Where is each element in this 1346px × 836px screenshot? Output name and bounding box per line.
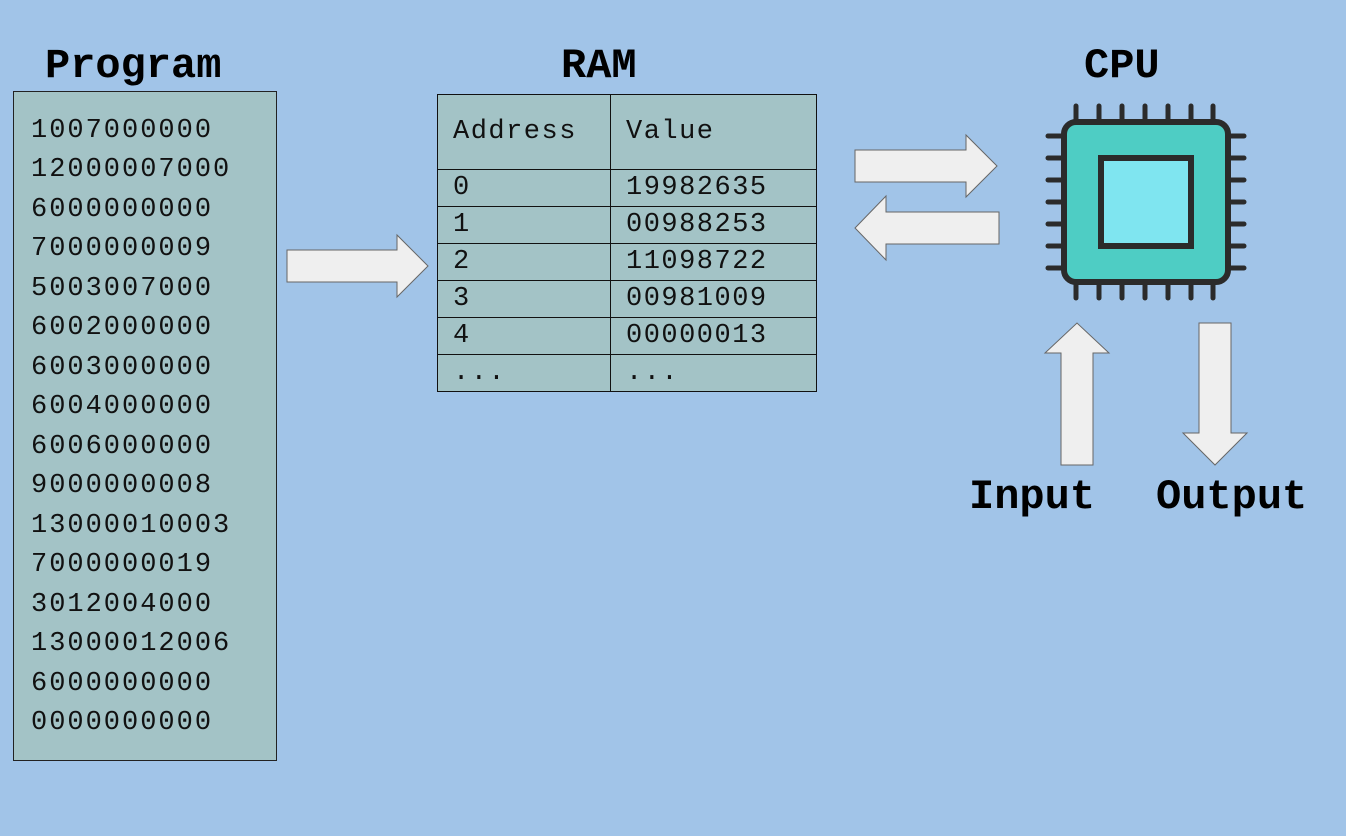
program-line: 6002000000 (31, 313, 214, 343)
table-row: 3 00981009 (437, 280, 817, 318)
output-label: Output (1156, 473, 1308, 521)
table-row: ... ... (437, 354, 817, 392)
ram-value-cell: 00988253 (610, 206, 817, 244)
program-line: 6006000000 (31, 432, 214, 462)
ram-title: RAM (561, 42, 637, 90)
program-line: 6000000000 (31, 195, 214, 225)
ram-header-value: Value (610, 94, 817, 170)
ram-address-cell: 4 (437, 317, 611, 355)
program-line: 7000000009 (31, 234, 214, 264)
program-title: Program (45, 42, 222, 90)
program-box: 1007000000 12000007000 6000000000 700000… (13, 91, 277, 761)
cpu-title: CPU (1084, 42, 1160, 90)
ram-header-row: Address Value (437, 94, 817, 170)
program-line: 13000012006 (31, 629, 232, 659)
program-line: 6003000000 (31, 353, 214, 383)
ram-value-cell: 11098722 (610, 243, 817, 281)
input-label: Input (969, 473, 1096, 521)
cpu-chip-icon (1045, 103, 1247, 301)
program-line: 9000000008 (31, 471, 214, 501)
ram-address-cell: ... (437, 354, 611, 392)
cpu-to-ram-arrow (854, 194, 1000, 262)
ram-address-cell: 2 (437, 243, 611, 281)
table-row: 2 11098722 (437, 243, 817, 281)
program-line: 6004000000 (31, 392, 214, 422)
program-line: 1007000000 (31, 116, 214, 146)
ram-value-cell: 00000013 (610, 317, 817, 355)
table-row: 0 19982635 (437, 169, 817, 207)
ram-to-cpu-arrow (854, 133, 998, 199)
program-line: 3012004000 (31, 590, 214, 620)
ram-table: Address Value 0 19982635 1 00988253 2 11… (437, 94, 817, 392)
ram-address-cell: 1 (437, 206, 611, 244)
program-line: 13000010003 (31, 511, 232, 541)
ram-value-cell: 00981009 (610, 280, 817, 318)
program-line: 6000000000 (31, 669, 214, 699)
ram-value-cell: ... (610, 354, 817, 392)
ram-header-address: Address (437, 94, 611, 170)
ram-value-cell: 19982635 (610, 169, 817, 207)
input-arrow (1043, 322, 1111, 466)
program-line: 5003007000 (31, 274, 214, 304)
ram-address-cell: 3 (437, 280, 611, 318)
output-arrow (1181, 322, 1249, 466)
table-row: 4 00000013 (437, 317, 817, 355)
program-to-ram-arrow (286, 233, 429, 299)
table-row: 1 00988253 (437, 206, 817, 244)
program-line: 0000000000 (31, 708, 214, 738)
program-line: 12000007000 (31, 155, 232, 185)
ram-address-cell: 0 (437, 169, 611, 207)
program-line: 7000000019 (31, 550, 214, 580)
